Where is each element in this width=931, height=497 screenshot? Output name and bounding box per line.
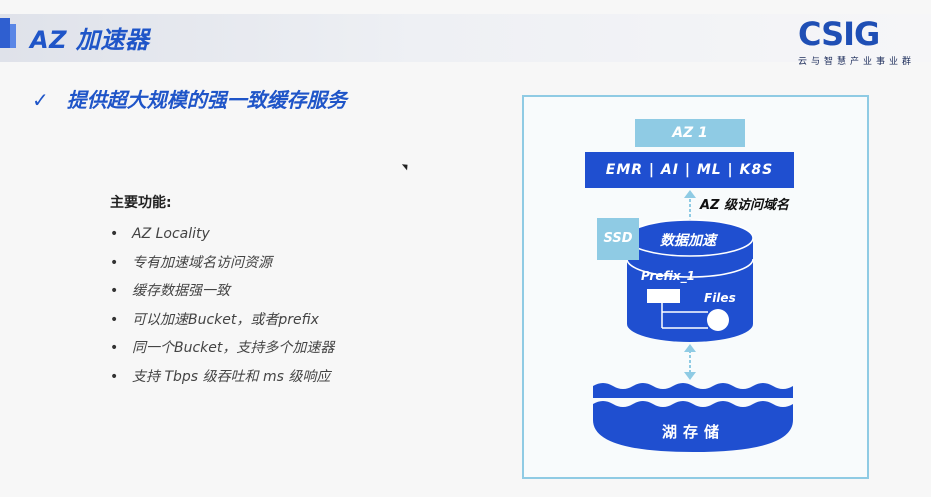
bullet-icon: • (110, 254, 119, 271)
bullet-icon: • (110, 311, 119, 328)
up-arrow-icon (684, 190, 696, 222)
bullet-icon: • (110, 340, 119, 356)
headline-row: ✓ 提供超大规模的强一致缓存服务 (32, 84, 347, 113)
feature-text: AZ Locality (132, 226, 210, 242)
lake-storage-icon (593, 383, 793, 452)
feature-text: 可以加速Bucket，或者prefix (132, 311, 319, 328)
accelerator-title: 数据加速 (660, 233, 716, 249)
prefix-label: Prefix_1 (641, 269, 696, 283)
feature-item: • 缓存数据强一致 (110, 277, 334, 306)
bullet-icon: • (110, 368, 119, 385)
bullet-icon: • (110, 283, 119, 299)
feature-item: • 可以加速Bucket，或者prefix (110, 306, 334, 335)
accelerator-cylinder (626, 219, 754, 342)
file-block (647, 289, 680, 303)
features-heading: 主要功能: (110, 195, 172, 211)
bidirectional-arrow-icon (684, 344, 696, 380)
feature-item: • 同一个Bucket，支持多个加速器 (110, 334, 334, 363)
feature-item: • 支持 Tbps 级吞吐和 ms 级响应 (110, 363, 334, 392)
feature-item: • AZ Locality (110, 220, 334, 249)
feature-text: 专有加速域名访问资源 (132, 254, 272, 271)
checkmark-icon: ✓ (32, 88, 49, 112)
domain-label: AZ 级访问域名 (700, 198, 790, 213)
feature-text: 支持 Tbps 级吞吐和 ms 级响应 (132, 368, 331, 385)
bullet-icon: • (110, 226, 119, 242)
compute-services-box: EMR | AI | ML | K8S (585, 152, 794, 188)
title-accent-bar-secondary (10, 24, 16, 48)
logo-text: CSIG (798, 15, 880, 53)
title-bar (0, 14, 931, 62)
lake-storage-label: 湖存储 (662, 423, 726, 441)
file-node-icon (707, 309, 729, 331)
features-list: 主要功能: •AZ Locality •专有加速域名访问资源 •缓存数据强一致 … (110, 192, 334, 391)
logo-subtitle: 云与智慧产业事业群 (798, 57, 916, 67)
slide-title: AZ 加速器 (30, 26, 150, 54)
title-accent-bar (0, 18, 10, 48)
ssd-box: SSD (597, 218, 639, 260)
feature-text: 缓存数据强一致 (132, 283, 230, 299)
feature-text: 同一个Bucket，支持多个加速器 (132, 340, 335, 356)
files-label: Files (704, 291, 736, 305)
az-box: AZ 1 (635, 119, 745, 147)
feature-item: • 专有加速域名访问资源 (110, 249, 334, 278)
headline-text: 提供超大规模的强一致缓存服务 (66, 88, 347, 112)
csig-logo: CSIG 云与智慧产业事业群 (798, 16, 918, 72)
